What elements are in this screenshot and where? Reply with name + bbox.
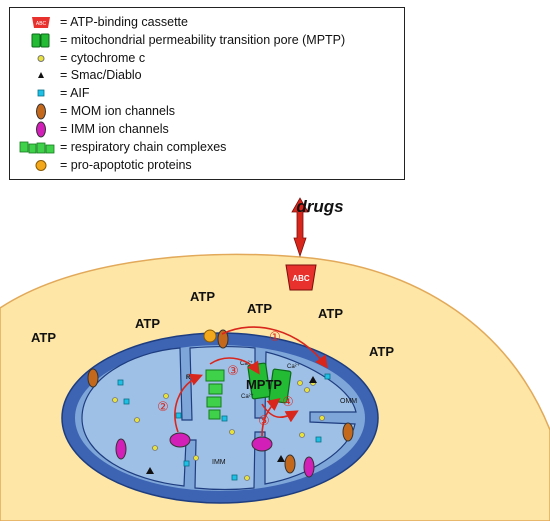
- smac-diablo-group: [146, 376, 317, 474]
- atp-label: ATP: [369, 344, 394, 359]
- pro-apoptotic-icon: [35, 160, 47, 171]
- step-1-label: ①: [269, 329, 281, 344]
- ca-label: Ca²⁺: [287, 363, 300, 370]
- mom-channels: [87, 329, 354, 474]
- drugs-label: drugs: [296, 197, 343, 216]
- mom-channel-icon: [36, 103, 46, 120]
- respiratory-chain: [205, 369, 225, 420]
- step-2-label: ②: [157, 399, 169, 414]
- mptp-label: MPTP: [246, 377, 282, 392]
- cytochrome-c-group: [112, 380, 325, 481]
- imm-channel: [251, 436, 273, 452]
- step-3-label: ③: [227, 363, 239, 378]
- imm-channels: [115, 432, 315, 478]
- legend-row-mptp: = mitochondrial permeability transition …: [10, 32, 404, 49]
- respiratory-complex-icon: [19, 141, 55, 154]
- aif-group: [117, 373, 331, 481]
- legend-label-mptp: = mitochondrial permeability transition …: [60, 33, 346, 47]
- legend-label-respiratory: = respiratory chain complexes: [60, 140, 227, 154]
- abc-transporter: ABC: [285, 197, 317, 291]
- omm-label: OMM: [340, 398, 357, 405]
- ca-label: Ca²⁺: [241, 393, 254, 400]
- legend-label-smac: = Smac/Diablo: [60, 68, 142, 82]
- legend-box: ABC = ATP-binding cassette = mitochondri…: [9, 7, 405, 180]
- legend-label-imm: = IMM ion channels: [60, 122, 169, 136]
- mptp-pore: MPTP: [246, 362, 292, 404]
- imm-channel: [169, 432, 191, 448]
- legend-label-abc: = ATP-binding cassette: [60, 15, 188, 29]
- legend-label-aif: = AIF: [60, 86, 90, 100]
- atp-label: ATP: [135, 316, 160, 331]
- respiratory-complex: [208, 409, 221, 420]
- step-5-label: ⑤: [258, 413, 270, 428]
- atp-label: ATP: [190, 289, 215, 304]
- legend-row-respiratory: = respiratory chain complexes: [10, 139, 404, 156]
- legend-row-smac: = Smac/Diablo: [10, 67, 404, 84]
- abc-transporter-icon: ABC: [32, 17, 50, 28]
- legend-label-mom: = MOM ion channels: [60, 104, 175, 118]
- imm-channel: [303, 456, 315, 478]
- legend-row-mom: = MOM ion channels: [10, 103, 404, 120]
- legend-row-imm: = IMM ion channels: [10, 121, 404, 138]
- imm-channel: [115, 438, 127, 460]
- legend-row-aif: = AIF: [10, 85, 404, 102]
- mptp-icon: [31, 33, 50, 48]
- atp-label: ATP: [318, 306, 343, 321]
- imm-label: IMM: [212, 459, 226, 466]
- pathway-arrows: [174, 326, 328, 437]
- arrow-step-4: [261, 403, 299, 423]
- arrow-step-5: [261, 397, 281, 437]
- step-4-label: ④: [282, 394, 294, 409]
- mom-channel: [342, 422, 354, 442]
- legend-label-pro-apoptotic: = pro-apoptotic proteins: [60, 158, 192, 172]
- mom-channel: [87, 368, 99, 388]
- ca-label: Ca²⁺: [240, 360, 253, 367]
- legend-row-abc: ABC = ATP-binding cassette: [10, 14, 404, 31]
- atp-label: ATP: [247, 301, 272, 316]
- arrow-step-1: [221, 326, 328, 369]
- abc-label: ABC: [292, 274, 310, 283]
- aif-icon: [37, 89, 45, 97]
- respiratory-complex: [206, 396, 222, 408]
- cytochrome-c-icon: [37, 55, 45, 62]
- arrow-step-2: [174, 373, 203, 433]
- arrow-step-3: [209, 357, 260, 375]
- legend-row-cytochrome: = cytochrome c: [10, 50, 404, 67]
- pro-apoptotic-protein: [203, 329, 217, 343]
- svg-text:ABC: ABC: [36, 21, 47, 27]
- atp-label: ATP: [31, 330, 56, 345]
- mom-channel: [217, 329, 229, 349]
- imm-channel-icon: [36, 121, 46, 138]
- smac-diablo-icon: [38, 72, 44, 78]
- mom-channel: [284, 454, 296, 474]
- respiratory-complex: [205, 369, 225, 382]
- respiratory-complex: [208, 383, 223, 395]
- legend-row-pro-apoptotic: = pro-apoptotic proteins: [10, 157, 404, 174]
- legend-label-cytochrome: = cytochrome c: [60, 51, 146, 65]
